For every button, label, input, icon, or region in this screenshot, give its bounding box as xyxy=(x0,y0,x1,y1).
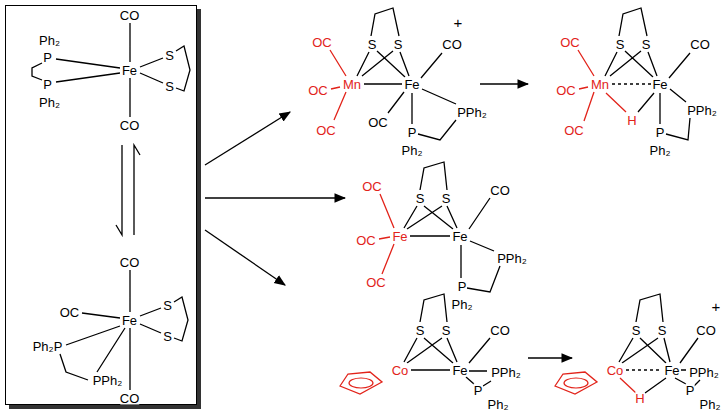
atom-label: Fe xyxy=(404,78,419,91)
cyclopentadienyl-ring xyxy=(349,378,373,388)
atom-label: P xyxy=(458,280,467,293)
atom-label: CO xyxy=(490,324,510,337)
atom-label: S xyxy=(163,329,172,342)
atom-label: OC xyxy=(308,84,328,97)
atom-label: S xyxy=(632,324,641,337)
atom-label: H xyxy=(635,392,644,405)
atom-label: PPh₂ xyxy=(491,366,521,379)
atom-label: CO xyxy=(690,38,710,51)
atom-label: P xyxy=(474,384,483,397)
bonds xyxy=(32,23,190,390)
atom-label: CO xyxy=(696,324,716,337)
atom-label: Mn xyxy=(343,78,361,91)
atom-label: S xyxy=(442,324,451,337)
atom-label: Ph₂ xyxy=(452,298,473,311)
atom-label: P xyxy=(43,77,52,90)
atom-label: PPh₂ xyxy=(93,373,123,386)
bonds xyxy=(619,294,700,393)
atom-label: Ph₂ xyxy=(488,398,509,411)
cyclopentadienyl-ring xyxy=(564,378,588,388)
bonds xyxy=(357,8,456,140)
atom-label: Fe xyxy=(392,230,407,243)
atom-label: CO xyxy=(120,391,140,404)
atom-label: S xyxy=(165,48,174,61)
atom-label: S xyxy=(642,38,651,51)
atom-label: H xyxy=(627,114,636,127)
charge-sign: + xyxy=(712,299,721,314)
atom-label: Co xyxy=(392,364,409,377)
atom-label: P xyxy=(686,384,695,397)
atom-label: PPh₂ xyxy=(689,366,719,379)
atom-label: S xyxy=(616,38,625,51)
atom-label: OC xyxy=(60,305,80,318)
atom-label: PPh₂ xyxy=(497,252,527,265)
atom-label: Fe xyxy=(122,63,137,76)
atom-label: Ph₂ xyxy=(39,33,60,46)
atom-label: Co xyxy=(607,364,624,377)
atom-label: CO xyxy=(120,118,140,131)
atom-label: S xyxy=(658,324,667,337)
atom-label: OC xyxy=(556,84,576,97)
atom-label: S xyxy=(416,324,425,337)
atom-label: P xyxy=(408,126,417,139)
atom-label: Ph₂ xyxy=(39,95,60,108)
atom-label: S xyxy=(165,79,174,92)
bonds xyxy=(555,372,636,394)
bonds xyxy=(404,162,500,292)
atom-label: OC xyxy=(560,36,580,49)
atom-label: CO xyxy=(120,255,140,268)
atom-label: P xyxy=(43,50,52,63)
atom-label: PPh₂ xyxy=(457,106,487,119)
atom-label: Ph₂P xyxy=(33,339,63,352)
equilibrium-arrows xyxy=(116,145,140,235)
atom-label: OC xyxy=(312,36,332,49)
atom-label: OC xyxy=(316,124,336,137)
atom-label: S xyxy=(442,192,451,205)
bonds xyxy=(404,294,491,386)
atom-label: Ph₂ xyxy=(650,144,671,157)
atom-label: Mn xyxy=(591,78,609,91)
atom-label: PPh₂ xyxy=(687,104,717,117)
atom-label: S xyxy=(163,298,172,311)
atom-label: Fe xyxy=(122,313,137,326)
bonds xyxy=(578,50,626,121)
bonds xyxy=(605,8,690,140)
atom-label: CO xyxy=(490,184,510,197)
metal-metal xyxy=(612,83,652,84)
atom-label: OC xyxy=(362,180,382,193)
atom-label: Ph₂ xyxy=(402,144,423,157)
atom-label: CO xyxy=(120,8,140,21)
atom-label: P xyxy=(656,126,665,139)
atom-label: Fe xyxy=(664,364,679,377)
charge-sign: + xyxy=(454,15,463,30)
metal-metal xyxy=(626,369,662,370)
atom-label: S xyxy=(416,192,425,205)
atom-label: Ph₂ xyxy=(700,398,721,411)
atom-label: CO xyxy=(442,38,462,51)
isomer-box: COPh₂PFeSSPPh₂COCOOCFeSSPh₂PPPh₂CO xyxy=(5,5,197,405)
atom-label: OC xyxy=(368,116,388,129)
atom-label: Fe xyxy=(652,78,667,91)
atom-label: Fe xyxy=(452,230,467,243)
atom-label: OC xyxy=(366,276,386,289)
atom-label: OC xyxy=(564,124,584,137)
atom-label: OC xyxy=(356,234,376,247)
atom-label: Fe xyxy=(452,364,467,377)
reaction-arrows xyxy=(205,84,572,358)
atom-label: S xyxy=(368,38,377,51)
atom-label: S xyxy=(394,38,403,51)
cyclopentadienyl xyxy=(340,372,382,394)
